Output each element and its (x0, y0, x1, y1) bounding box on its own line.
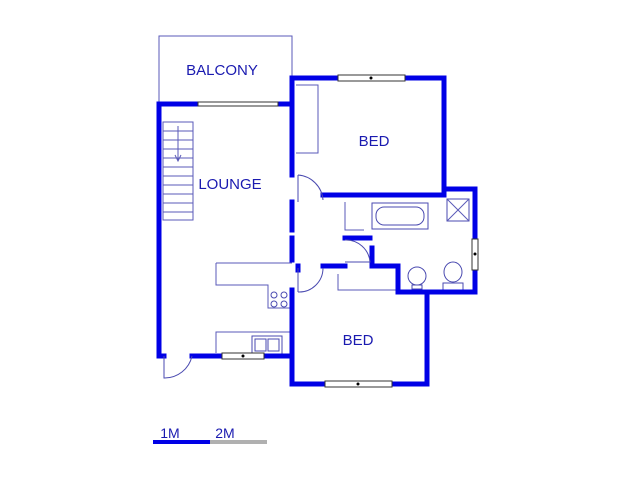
bathroom-vanity (337, 274, 396, 291)
scale-label-1m: 1M (160, 425, 179, 441)
walls (156, 75, 478, 387)
door-bathroom (344, 239, 371, 263)
scale-segment-filled (153, 440, 210, 444)
room-label-balcony: BALCONY (186, 62, 258, 79)
shower (446, 198, 470, 222)
scale-bar: 1M 2M (153, 425, 267, 444)
doors (163, 174, 371, 379)
bathtub (371, 202, 429, 230)
balcony-sliding-door (197, 101, 279, 107)
stove (270, 291, 288, 308)
basin (407, 266, 427, 290)
scale-segment-empty (210, 440, 267, 444)
room-label-bed-bottom: BED (343, 332, 374, 349)
door-bottom-bed (297, 267, 324, 293)
room-label-lounge: LOUNGE (198, 176, 261, 193)
scale-label-2m: 2M (215, 425, 234, 441)
wardrobe-top-bed (296, 84, 319, 154)
toilet (442, 261, 464, 291)
room-label-bed-top: BED (359, 133, 390, 150)
door-entrance (163, 355, 193, 379)
staircase (162, 121, 194, 221)
kitchen-counter (215, 262, 292, 353)
balcony-area (158, 35, 293, 104)
door-top-bed (297, 174, 324, 202)
kitchen-sink (251, 335, 283, 355)
windows (197, 74, 479, 388)
